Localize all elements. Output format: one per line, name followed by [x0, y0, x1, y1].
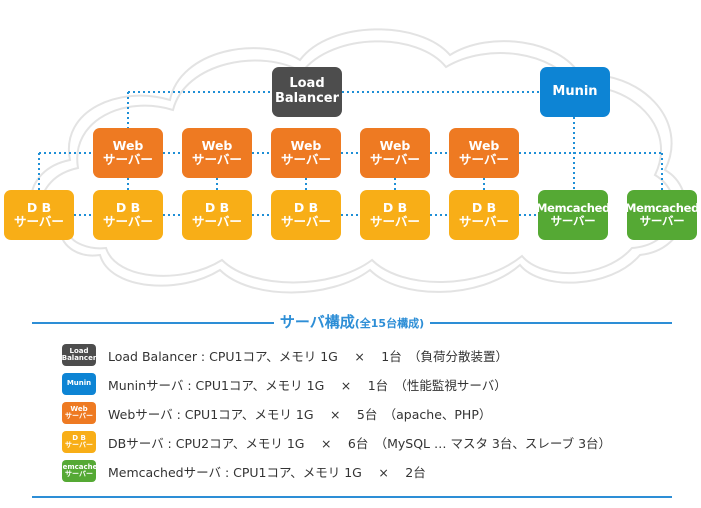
- munin-node-label: Munin: [552, 83, 598, 99]
- legend-badge-label: Balancer: [61, 354, 97, 362]
- db-server-node-1-label: D B: [26, 199, 52, 215]
- db-server-node-6-label: D B: [471, 199, 497, 215]
- memcached-server-node-1-label: Memcached: [535, 200, 611, 215]
- web-server-node-3-label: Web: [290, 137, 322, 153]
- web-server-node-4-label: サーバー: [370, 152, 420, 167]
- db-server-node-2-label: D B: [115, 199, 141, 215]
- bottom-rule: [32, 496, 672, 498]
- db-server-node-2-label: サーバー: [103, 214, 153, 229]
- db-server-node-3-label: D B: [204, 199, 230, 215]
- cloud-outline: [30, 28, 687, 294]
- web-server-node-1-label: Web: [112, 137, 144, 153]
- connector-lines: [38, 91, 663, 216]
- munin-node: Munin: [540, 67, 610, 117]
- memcached-server-node-1-label: サーバー: [550, 214, 596, 228]
- load-balancer-node-label: Load: [289, 76, 325, 92]
- db-server-node-5-label: サーバー: [370, 214, 420, 229]
- web-server-node-2-label: Web: [201, 137, 233, 153]
- cloud-diagram: [30, 28, 687, 294]
- legend-badge-label: Memcached: [55, 462, 103, 471]
- memcached-server-node-2-label: Memcached: [624, 200, 700, 215]
- web-server-node-4-label: Web: [379, 137, 411, 153]
- section-title-sub: (全15台構成): [354, 317, 425, 330]
- legend-row: Munin Muninサーバ : CPU1コア、メモリ 1G × 1台 （性能監視…: [62, 373, 682, 395]
- legend-spec-text: Memcachedサーバ : CPU1コア、メモリ 1G × 2台: [108, 464, 426, 480]
- legend-badge-label: サーバー: [65, 412, 93, 420]
- db-server-node-1-label: サーバー: [14, 214, 64, 229]
- legend-spec-text: Webサーバ : CPU1コア、メモリ 1G × 5台 （apache、PHP）: [108, 406, 492, 422]
- web-server-node-2-label: サーバー: [192, 152, 242, 167]
- legend-badge-label: Web: [70, 404, 88, 413]
- db-server-node-3-label: サーバー: [192, 214, 242, 229]
- web-server-node-1-label: サーバー: [103, 152, 153, 167]
- legend-spec-text: Muninサーバ : CPU1コア、メモリ 1G × 1台 （性能監視サーバ）: [108, 377, 507, 393]
- section-title-main: サーバ構成: [279, 313, 355, 331]
- legend-badge-label: Munin: [66, 379, 92, 388]
- load-balancer-node-label: Balancer: [274, 91, 340, 106]
- legend-badge: Munin: [62, 373, 96, 395]
- db-server-node-4-label: サーバー: [281, 214, 331, 229]
- web-server-node-5-label: Web: [468, 137, 500, 153]
- db-server-node-5-label: D B: [382, 199, 408, 215]
- section-title: サーバ構成(全15台構成): [32, 312, 672, 334]
- legend-badge-label: D B: [72, 433, 86, 442]
- db-server-node-6-label: サーバー: [459, 214, 509, 229]
- memcached-server-node-2-label: サーバー: [639, 214, 685, 228]
- web-server-node-5-label: サーバー: [459, 152, 509, 167]
- legend-badge-label: サーバー: [65, 470, 93, 478]
- legend-spec-text: Load Balancer : CPU1コア、メモリ 1G × 1台 （負荷分散…: [108, 348, 508, 364]
- section-header: サーバ構成(全15台構成): [32, 312, 672, 332]
- db-server-node-4-label: D B: [293, 199, 319, 215]
- legend-spec-text: DBサーバ : CPU2コア、メモリ 1G × 6台 （MySQL … マスタ …: [108, 435, 612, 451]
- legend-badge-label: Load: [69, 346, 89, 355]
- legend-badge-label: サーバー: [65, 441, 93, 449]
- web-server-node-3-label: サーバー: [281, 152, 331, 167]
